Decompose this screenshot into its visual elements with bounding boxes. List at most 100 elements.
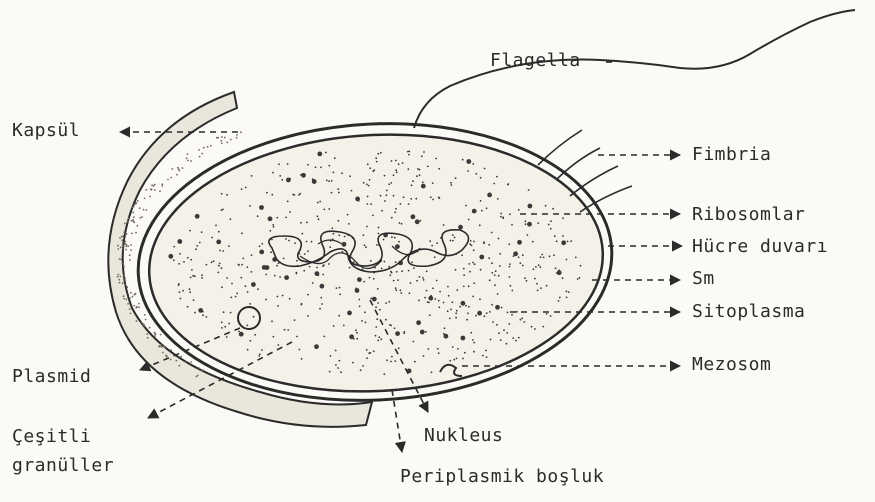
cytoplasm-speckle [307, 294, 309, 296]
cytoplasm-speckle [395, 331, 400, 336]
cytoplasm-speckle [432, 199, 434, 201]
cytoplasm-speckle [257, 288, 259, 290]
capsule-speckle [187, 160, 189, 162]
cytoplasm-speckle [486, 356, 488, 358]
capsule-speckle [164, 346, 166, 348]
cytoplasm-speckle [249, 303, 251, 305]
cytoplasm-speckle [452, 234, 454, 236]
cytoplasm-speckle [221, 193, 223, 195]
cytoplasm-speckle [304, 253, 306, 255]
cytoplasm-speckle [438, 352, 440, 354]
label-cesitli: Çeşitli [12, 426, 91, 447]
cytoplasm-speckle [491, 232, 493, 234]
cytoplasm-speckle [193, 299, 195, 301]
cytoplasm-speckle [421, 184, 426, 189]
cytoplasm-speckle [472, 209, 477, 214]
capsule-speckle [145, 319, 147, 321]
cytoplasm-speckle [277, 305, 279, 307]
cytoplasm-speckle [401, 270, 403, 272]
capsule-speckle [125, 241, 127, 243]
cytoplasm-speckle [518, 209, 520, 211]
capsule-speckle [125, 234, 127, 236]
cytoplasm-speckle [242, 258, 244, 260]
cytoplasm-speckle [339, 287, 341, 289]
capsule-speckle [124, 243, 126, 245]
cytoplasm-speckle [315, 166, 317, 168]
capsule-speckle [138, 306, 140, 308]
cytoplasm-speckle [281, 179, 283, 181]
cytoplasm-speckle [485, 350, 487, 352]
cytoplasm-speckle [403, 196, 405, 198]
capsule-speckle [130, 313, 132, 315]
cytoplasm-speckle [511, 314, 513, 316]
cytoplasm-speckle [492, 321, 494, 323]
cytoplasm-speckle [272, 224, 274, 226]
cytoplasm-speckle [527, 234, 529, 236]
cytoplasm-speckle [247, 349, 249, 351]
cytoplasm-speckle [381, 210, 383, 212]
cytoplasm-speckle [537, 290, 539, 292]
cytoplasm-speckle [373, 278, 375, 280]
capsule-speckle [198, 367, 200, 369]
cytoplasm-speckle [329, 371, 331, 373]
cytoplasm-speckle [395, 261, 397, 263]
cytoplasm-speckle [539, 266, 541, 268]
cytoplasm-speckle [471, 245, 473, 247]
capsule-speckle [198, 149, 200, 151]
cytoplasm-speckle [270, 251, 272, 253]
cytoplasm-speckle [456, 358, 458, 360]
capsule-speckle [160, 344, 162, 346]
cytoplasm-speckle [309, 266, 311, 268]
cytoplasm-speckle [516, 311, 518, 313]
cytoplasm-speckle [168, 254, 173, 259]
cytoplasm-speckle [466, 159, 471, 164]
capsule-speckle [167, 179, 169, 181]
cytoplasm-speckle [517, 240, 522, 245]
cytoplasm-speckle [249, 205, 251, 207]
capsule-speckle [154, 189, 156, 191]
cytoplasm-speckle [367, 203, 369, 205]
cytoplasm-speckle [211, 237, 213, 239]
cytoplasm-speckle [307, 250, 309, 252]
cytoplasm-speckle [426, 290, 428, 292]
cytoplasm-speckle [319, 308, 321, 310]
cytoplasm-speckle [379, 309, 381, 311]
cytoplasm-speckle [512, 337, 514, 339]
cytoplasm-speckle [507, 183, 509, 185]
cytoplasm-speckle [480, 177, 482, 179]
cytoplasm-speckle [289, 298, 291, 300]
capsule-speckle [221, 136, 223, 138]
capsule-speckle [203, 370, 205, 372]
cytoplasm-speckle [326, 180, 328, 182]
cytoplasm-speckle [206, 316, 208, 318]
cytoplasm-speckle [506, 343, 508, 345]
cytoplasm-speckle [401, 223, 403, 225]
capsule-speckle [126, 286, 128, 288]
cytoplasm-speckle [394, 327, 396, 329]
cytoplasm-speckle [370, 203, 372, 205]
cytoplasm-speckle [303, 270, 305, 272]
cytoplasm-speckle [390, 182, 392, 184]
cytoplasm-speckle [532, 241, 534, 243]
cytoplasm-speckle [241, 264, 243, 266]
cytoplasm-speckle [416, 175, 418, 177]
capsule-speckle [132, 219, 134, 221]
capsule-speckle [196, 376, 198, 378]
capsule-speckle [127, 218, 129, 220]
capsule-speckle [125, 249, 127, 251]
cytoplasm-speckle [287, 201, 289, 203]
capsule-speckle [145, 189, 147, 191]
cytoplasm-speckle [372, 297, 377, 302]
cytoplasm-speckle [238, 331, 240, 333]
label-kapsul: Kapsül [12, 120, 80, 141]
capsule-speckle [133, 216, 135, 218]
cytoplasm-speckle [272, 172, 274, 174]
cytoplasm-speckle [339, 293, 341, 295]
cytoplasm-speckle [254, 334, 256, 336]
cytoplasm-speckle [317, 152, 322, 157]
cytoplasm-speckle [469, 271, 471, 273]
capsule-speckle [127, 245, 129, 247]
cytoplasm-speckle [449, 318, 451, 320]
cytoplasm-speckle [307, 315, 309, 317]
cytoplasm-speckle [498, 238, 500, 240]
